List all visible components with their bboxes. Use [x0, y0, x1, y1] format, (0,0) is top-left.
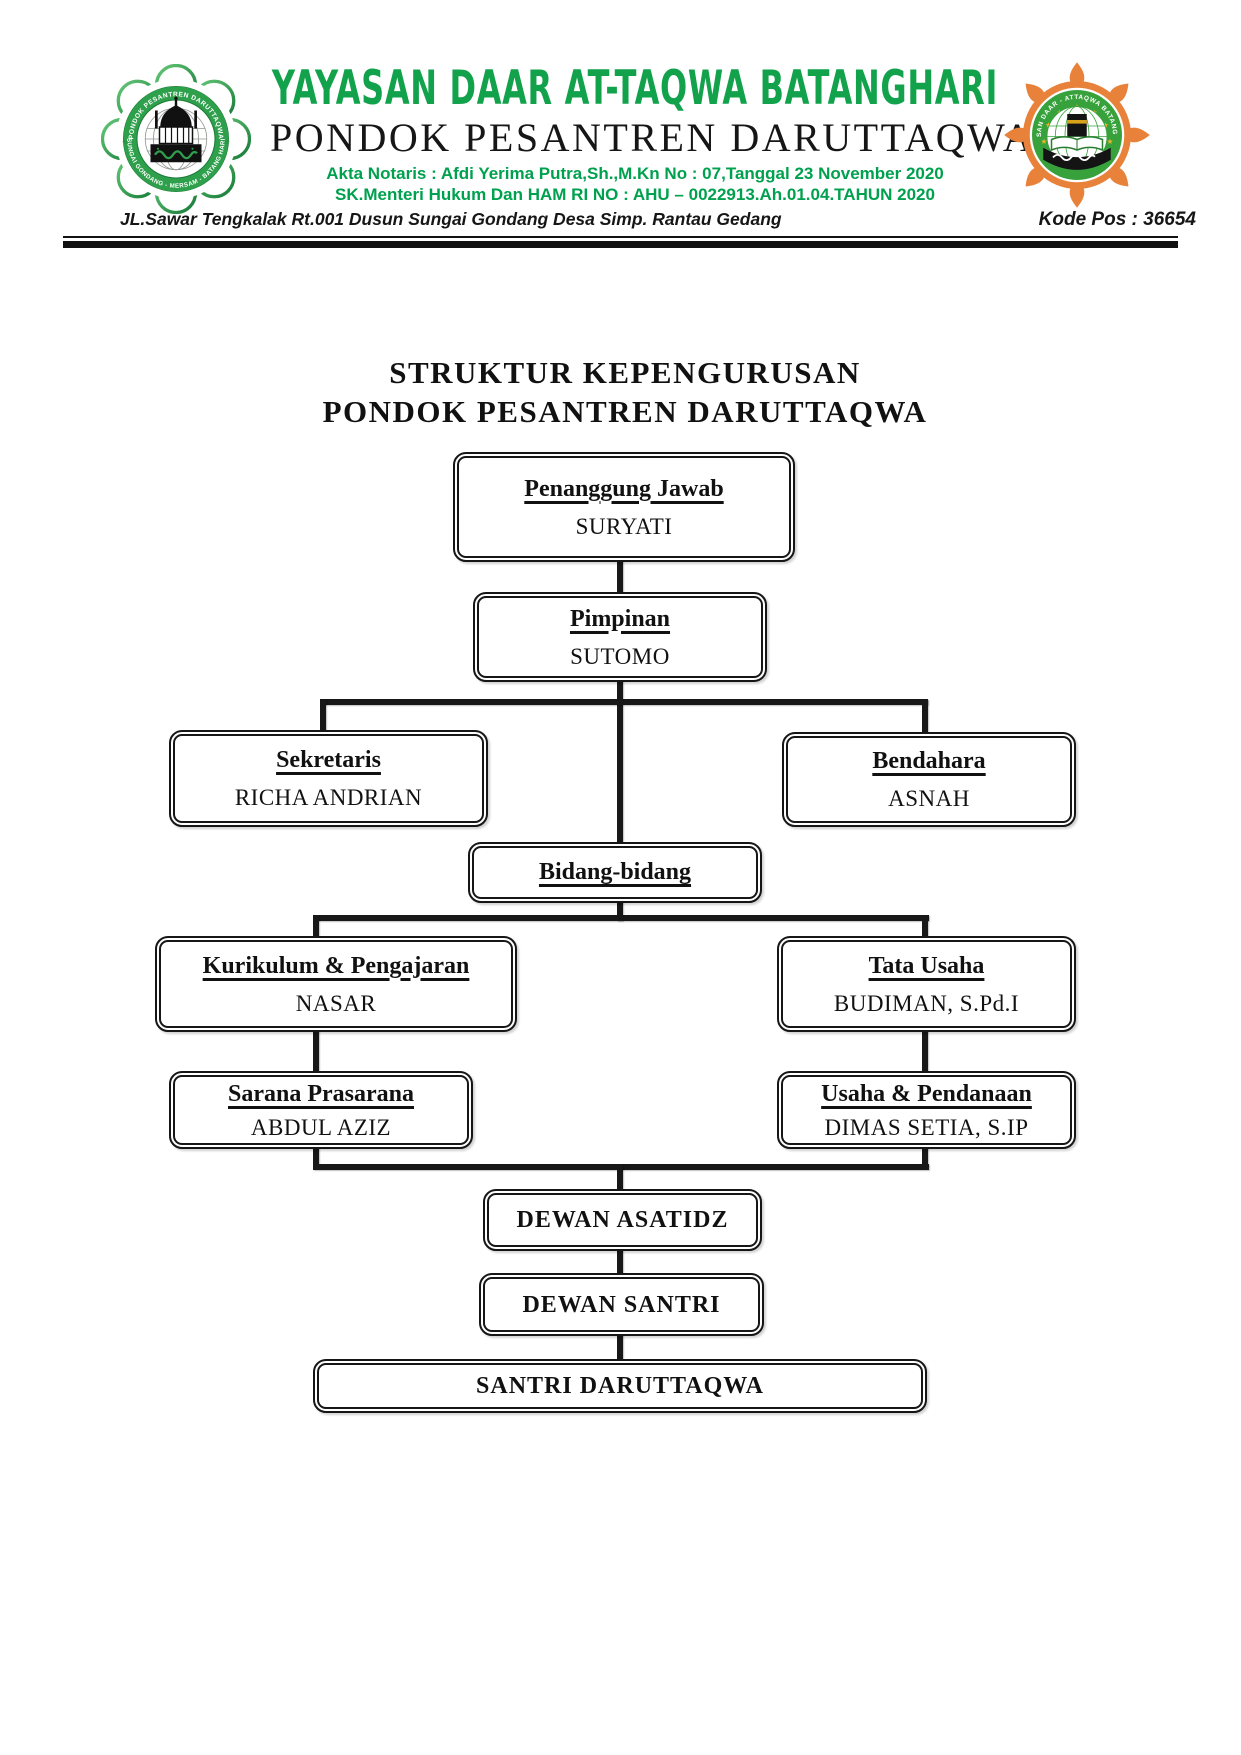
node-title: Tata Usaha	[868, 952, 985, 979]
node-title: Penanggung Jawab	[524, 475, 724, 502]
org-node-pimpinan: Pimpinan SUTOMO	[473, 592, 767, 682]
org-node-sekretaris: Sekretaris RICHA ANDRIAN	[169, 730, 488, 827]
node-title: DEWAN SANTRI	[522, 1291, 721, 1318]
connector-asatidz-dewansantri	[617, 1249, 623, 1274]
node-title: Kurikulum & Pengajaran	[202, 952, 470, 979]
sk-menteri-line: SK.Menteri Hukum Dan HAM RI NO : AHU – 0…	[335, 185, 935, 204]
letterhead-rule-thin	[63, 236, 1178, 238]
connector-dewansantri-santri	[617, 1334, 623, 1360]
connector-branch1-horizontal	[320, 699, 928, 705]
star-icon: ★	[224, 137, 231, 146]
letterhead-text: YAYASAN DAAR AT-TAQWA BATANGHARI PONDOK …	[270, 60, 1035, 205]
node-title: Sekretaris	[276, 747, 381, 773]
connector-sarana-merge	[313, 1147, 319, 1167]
node-title: Sarana Prasarana	[228, 1080, 414, 1107]
svg-text:★: ★	[1041, 137, 1048, 146]
akta-notaris-line: Akta Notaris : Afdi Yerima Putra,Sh.,M.K…	[326, 164, 944, 183]
org-node-tata-usaha: Tata Usaha BUDIMAN, S.Pd.I	[777, 936, 1076, 1032]
svg-text:★: ★	[1102, 121, 1109, 130]
chart-title-line1: STRUKTUR KEPENGURUSAN	[389, 355, 861, 390]
node-title: DEWAN ASATIDZ	[516, 1207, 729, 1233]
node-name: ABDUL AZIZ	[250, 1114, 392, 1140]
letterhead-rule-thick	[63, 241, 1178, 248]
org-node-santri-daruttaqwa: SANTRI DARUTTAQWA	[313, 1359, 927, 1413]
connector-pimpinan-bidang	[617, 680, 623, 844]
connector-bidang-down	[617, 901, 623, 921]
org-node-sarana-prasarana: Sarana Prasarana ABDUL AZIZ	[169, 1071, 473, 1149]
postal-code: Kode Pos : 36654	[1038, 209, 1196, 230]
node-title: Usaha & Pendanaan	[821, 1080, 1032, 1107]
connector-branch2-to-tatausaha	[922, 915, 928, 937]
connector-kurikulum-sarana	[313, 1030, 319, 1072]
connector-penanggung-pimpinan	[617, 560, 623, 594]
org-node-dewan-santri: DEWAN SANTRI	[479, 1273, 764, 1336]
institution-name: PONDOK PESANTREN DARUTTAQWA	[270, 115, 1035, 160]
pesantren-seal-logo: PONDOK PESANTREN DARUTTAQWA SUNGAI GONDA…	[101, 64, 251, 214]
svg-text:★: ★	[1045, 121, 1052, 130]
node-name: RICHA ANDRIAN	[234, 785, 423, 810]
node-name: SUTOMO	[570, 643, 670, 669]
org-node-bidang-bidang: Bidang-bidang	[468, 842, 762, 903]
connector-branch2-horizontal	[313, 915, 929, 921]
node-title: Bendahara	[872, 748, 986, 774]
chart-title-line2: PONDOK PESANTREN DARUTTAQWA	[322, 394, 928, 429]
connector-tatausaha-usaha	[922, 1030, 928, 1072]
org-node-bendahara: Bendahara ASNAH	[782, 732, 1076, 827]
connector-branch1-to-bendahara	[922, 699, 928, 733]
org-node-penanggung-jawab: Penanggung Jawab SURYATI	[453, 452, 795, 562]
connector-branch1-to-sekretaris	[320, 699, 326, 731]
star-icon: ★	[122, 137, 129, 146]
node-title: Pimpinan	[569, 605, 671, 632]
organization-name: YAYASAN DAAR AT-TAQWA BATANGHARI	[271, 60, 999, 116]
node-title: SANTRI DARUTTAQWA	[476, 1373, 764, 1399]
street-address: JL.Sawar Tengkalak Rt.001 Dusun Sungai G…	[120, 209, 782, 229]
chart-title: STRUKTUR KEPENGURUSAN PONDOK PESANTREN D…	[253, 353, 997, 431]
connector-merge-asatidz	[617, 1164, 623, 1190]
connector-usaha-merge	[922, 1147, 928, 1167]
calligraphy-plaque	[150, 144, 202, 163]
org-node-usaha-pendanaan: Usaha & Pendanaan DIMAS SETIA, S.IP	[777, 1071, 1076, 1149]
org-node-kurikulum-pengajaran: Kurikulum & Pengajaran NASAR	[155, 936, 517, 1032]
node-name: NASAR	[295, 990, 377, 1016]
node-name: ASNAH	[888, 786, 970, 811]
svg-text:★: ★	[1107, 137, 1114, 146]
open-book-icon	[1050, 136, 1104, 152]
node-name: DIMAS SETIA, S.IP	[824, 1114, 1029, 1140]
org-node-dewan-asatidz: DEWAN ASATIDZ	[483, 1189, 762, 1251]
calligraphy-band	[1043, 147, 1111, 170]
connector-branch2-to-kurikulum	[313, 915, 319, 937]
yayasan-seal-logo: YAYASAN DAAR - ATTAQWA BATANG HARI ★★ ★★…	[1002, 60, 1150, 208]
node-name: SURYATI	[575, 513, 673, 539]
node-title: Bidang-bidang	[538, 859, 692, 885]
node-name: BUDIMAN, S.Pd.I	[833, 990, 1020, 1016]
mosque-icon	[155, 96, 197, 145]
kaaba-icon	[1067, 114, 1087, 137]
